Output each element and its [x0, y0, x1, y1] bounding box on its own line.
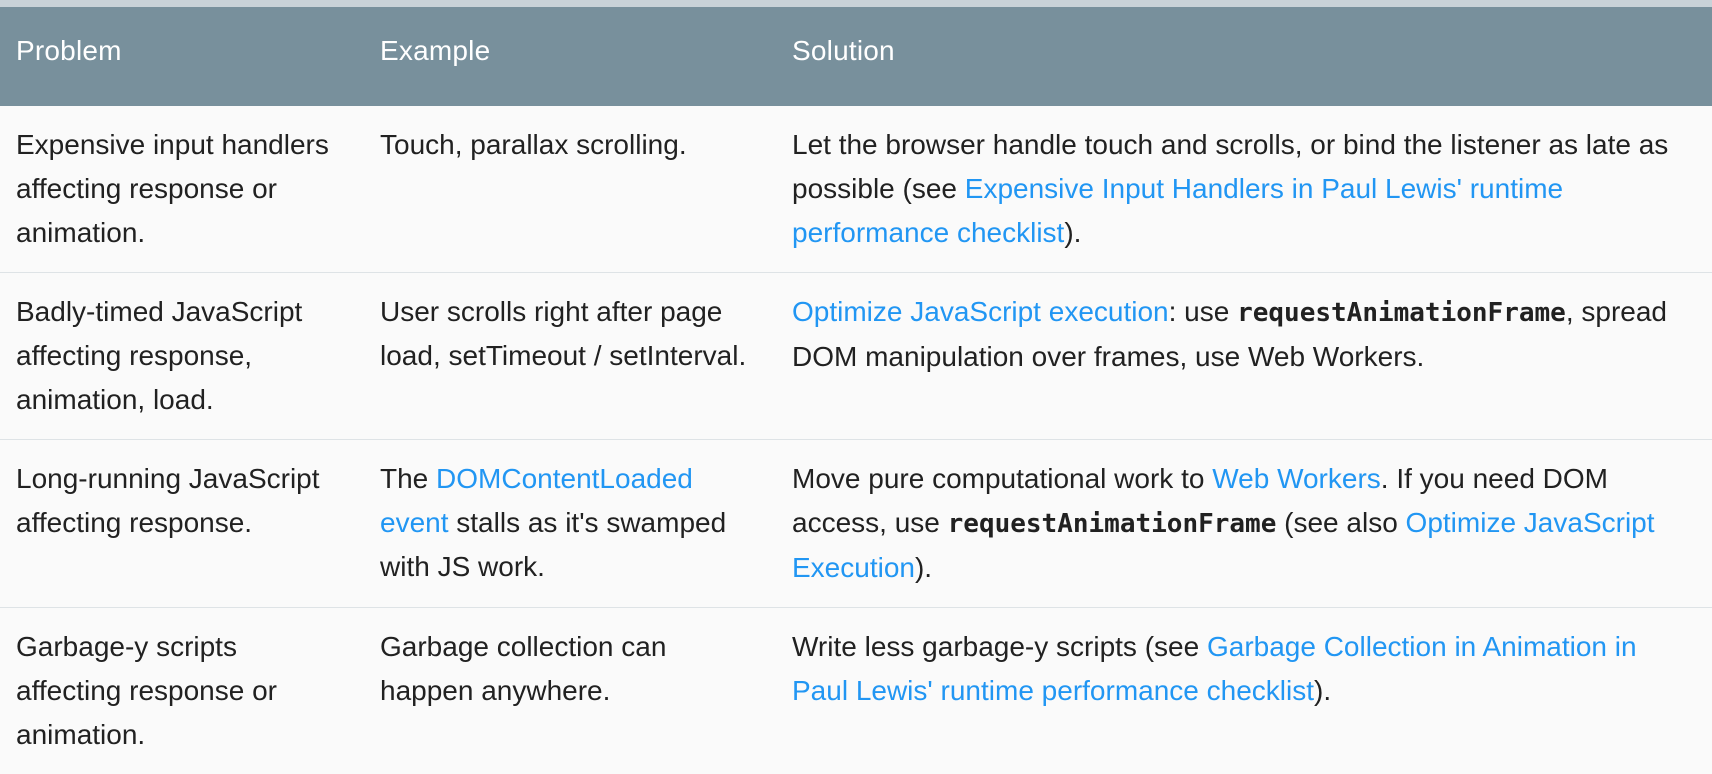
inline-link[interactable]: Expensive Input Handlers in Paul Lewis' … [792, 173, 1563, 248]
table-cell-example: User scrolls right after page load, setT… [364, 273, 776, 440]
table-cell-solution: Write less garbage-y scripts (see Garbag… [776, 608, 1712, 774]
table-cell-solution: Let the browser handle touch and scrolls… [776, 106, 1712, 273]
table-cell-solution: Optimize JavaScript execution: use reque… [776, 273, 1712, 440]
table-cell-example: Garbage collection can happen anywhere. [364, 608, 776, 774]
inline-code: requestAnimationFrame [1237, 298, 1566, 328]
column-header-solution: Solution [776, 7, 1712, 106]
inline-link[interactable]: Optimize JavaScript execution [792, 296, 1169, 327]
table-header-row: Problem Example Solution [0, 7, 1712, 106]
performance-problems-table: Problem Example Solution Expensive input… [0, 7, 1712, 774]
table-row: Badly-timed JavaScript affecting respons… [0, 273, 1712, 440]
column-header-problem: Problem [0, 7, 364, 106]
table-cell-example: The DOMContentLoaded event stalls as it'… [364, 440, 776, 608]
table-row: Long-running JavaScript affecting respon… [0, 440, 1712, 608]
table-cell-problem: Badly-timed JavaScript affecting respons… [0, 273, 364, 440]
table-row: Expensive input handlers affecting respo… [0, 106, 1712, 273]
column-header-example: Example [364, 7, 776, 106]
table-cell-problem: Expensive input handlers affecting respo… [0, 106, 364, 273]
inline-link[interactable]: Web Workers [1212, 463, 1381, 494]
table-body: Expensive input handlers affecting respo… [0, 106, 1712, 774]
inline-link[interactable]: DOMContentLoaded event [380, 463, 693, 538]
table-cell-problem: Garbage-y scripts affecting response or … [0, 608, 364, 774]
inline-link[interactable]: Garbage Collection in Animation in Paul … [792, 631, 1637, 706]
table-cell-example: Touch, parallax scrolling. [364, 106, 776, 273]
inline-code: requestAnimationFrame [948, 509, 1277, 539]
table-cell-solution: Move pure computational work to Web Work… [776, 440, 1712, 608]
top-strip [0, 0, 1712, 7]
table-cell-problem: Long-running JavaScript affecting respon… [0, 440, 364, 608]
table-header: Problem Example Solution [0, 7, 1712, 106]
table-row: Garbage-y scripts affecting response or … [0, 608, 1712, 774]
